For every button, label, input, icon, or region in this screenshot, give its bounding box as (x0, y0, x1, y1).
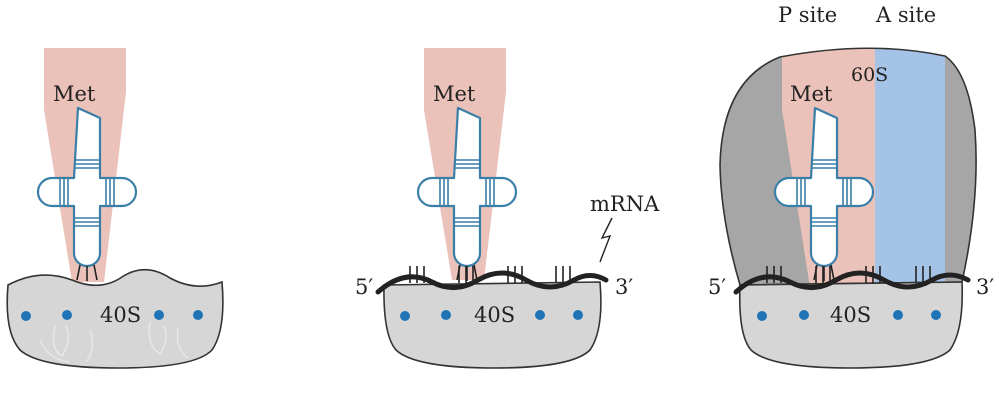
five-prime-label: 5′ (355, 275, 373, 299)
p-site-label: P site (778, 3, 837, 27)
three-prime-label: 3′ (976, 275, 994, 299)
subunit-40s-label: 40S (474, 303, 515, 327)
met-label: Met (433, 82, 476, 106)
mrna-strand (375, 270, 609, 295)
dot-icon (21, 311, 31, 321)
subunit-40s (383, 281, 602, 369)
a-site-label: A site (875, 3, 936, 27)
mrna-label: mRNA (590, 192, 660, 216)
five-prime-label: 5′ (708, 275, 726, 299)
panel-3: P site A site 60S Met 5′ 3′ 40S (708, 3, 994, 369)
subunit-60s-outline (719, 47, 977, 286)
three-prime-label: 3′ (615, 275, 633, 299)
dot-icon (799, 310, 809, 320)
met-label: Met (790, 82, 833, 106)
dot-icon (62, 310, 72, 320)
dot-icon (441, 310, 451, 320)
mrna-strand (733, 270, 971, 295)
subunit-40s-label: 40S (830, 303, 871, 327)
a-site-shading (875, 48, 945, 285)
dot-icon (757, 311, 767, 321)
met-label: Met (53, 82, 96, 106)
dot-icon (893, 310, 903, 320)
subunit-40s (738, 281, 964, 369)
panel-2: mRNA 5′ 3′ Met 40S (355, 48, 660, 369)
subunit-40s (6, 268, 224, 369)
dot-icon (400, 311, 410, 321)
dot-icon (573, 310, 583, 320)
subunit-60s-label: 60S (851, 64, 888, 86)
mrna-pointer (599, 217, 613, 263)
subunit-40s-label: 40S (100, 303, 141, 327)
subunit-texture (39, 321, 189, 363)
dot-icon (931, 310, 941, 320)
dot-icon (193, 310, 203, 320)
dot-icon (535, 310, 545, 320)
panel-1: Met 40S (6, 48, 224, 369)
dot-icon (154, 310, 164, 320)
